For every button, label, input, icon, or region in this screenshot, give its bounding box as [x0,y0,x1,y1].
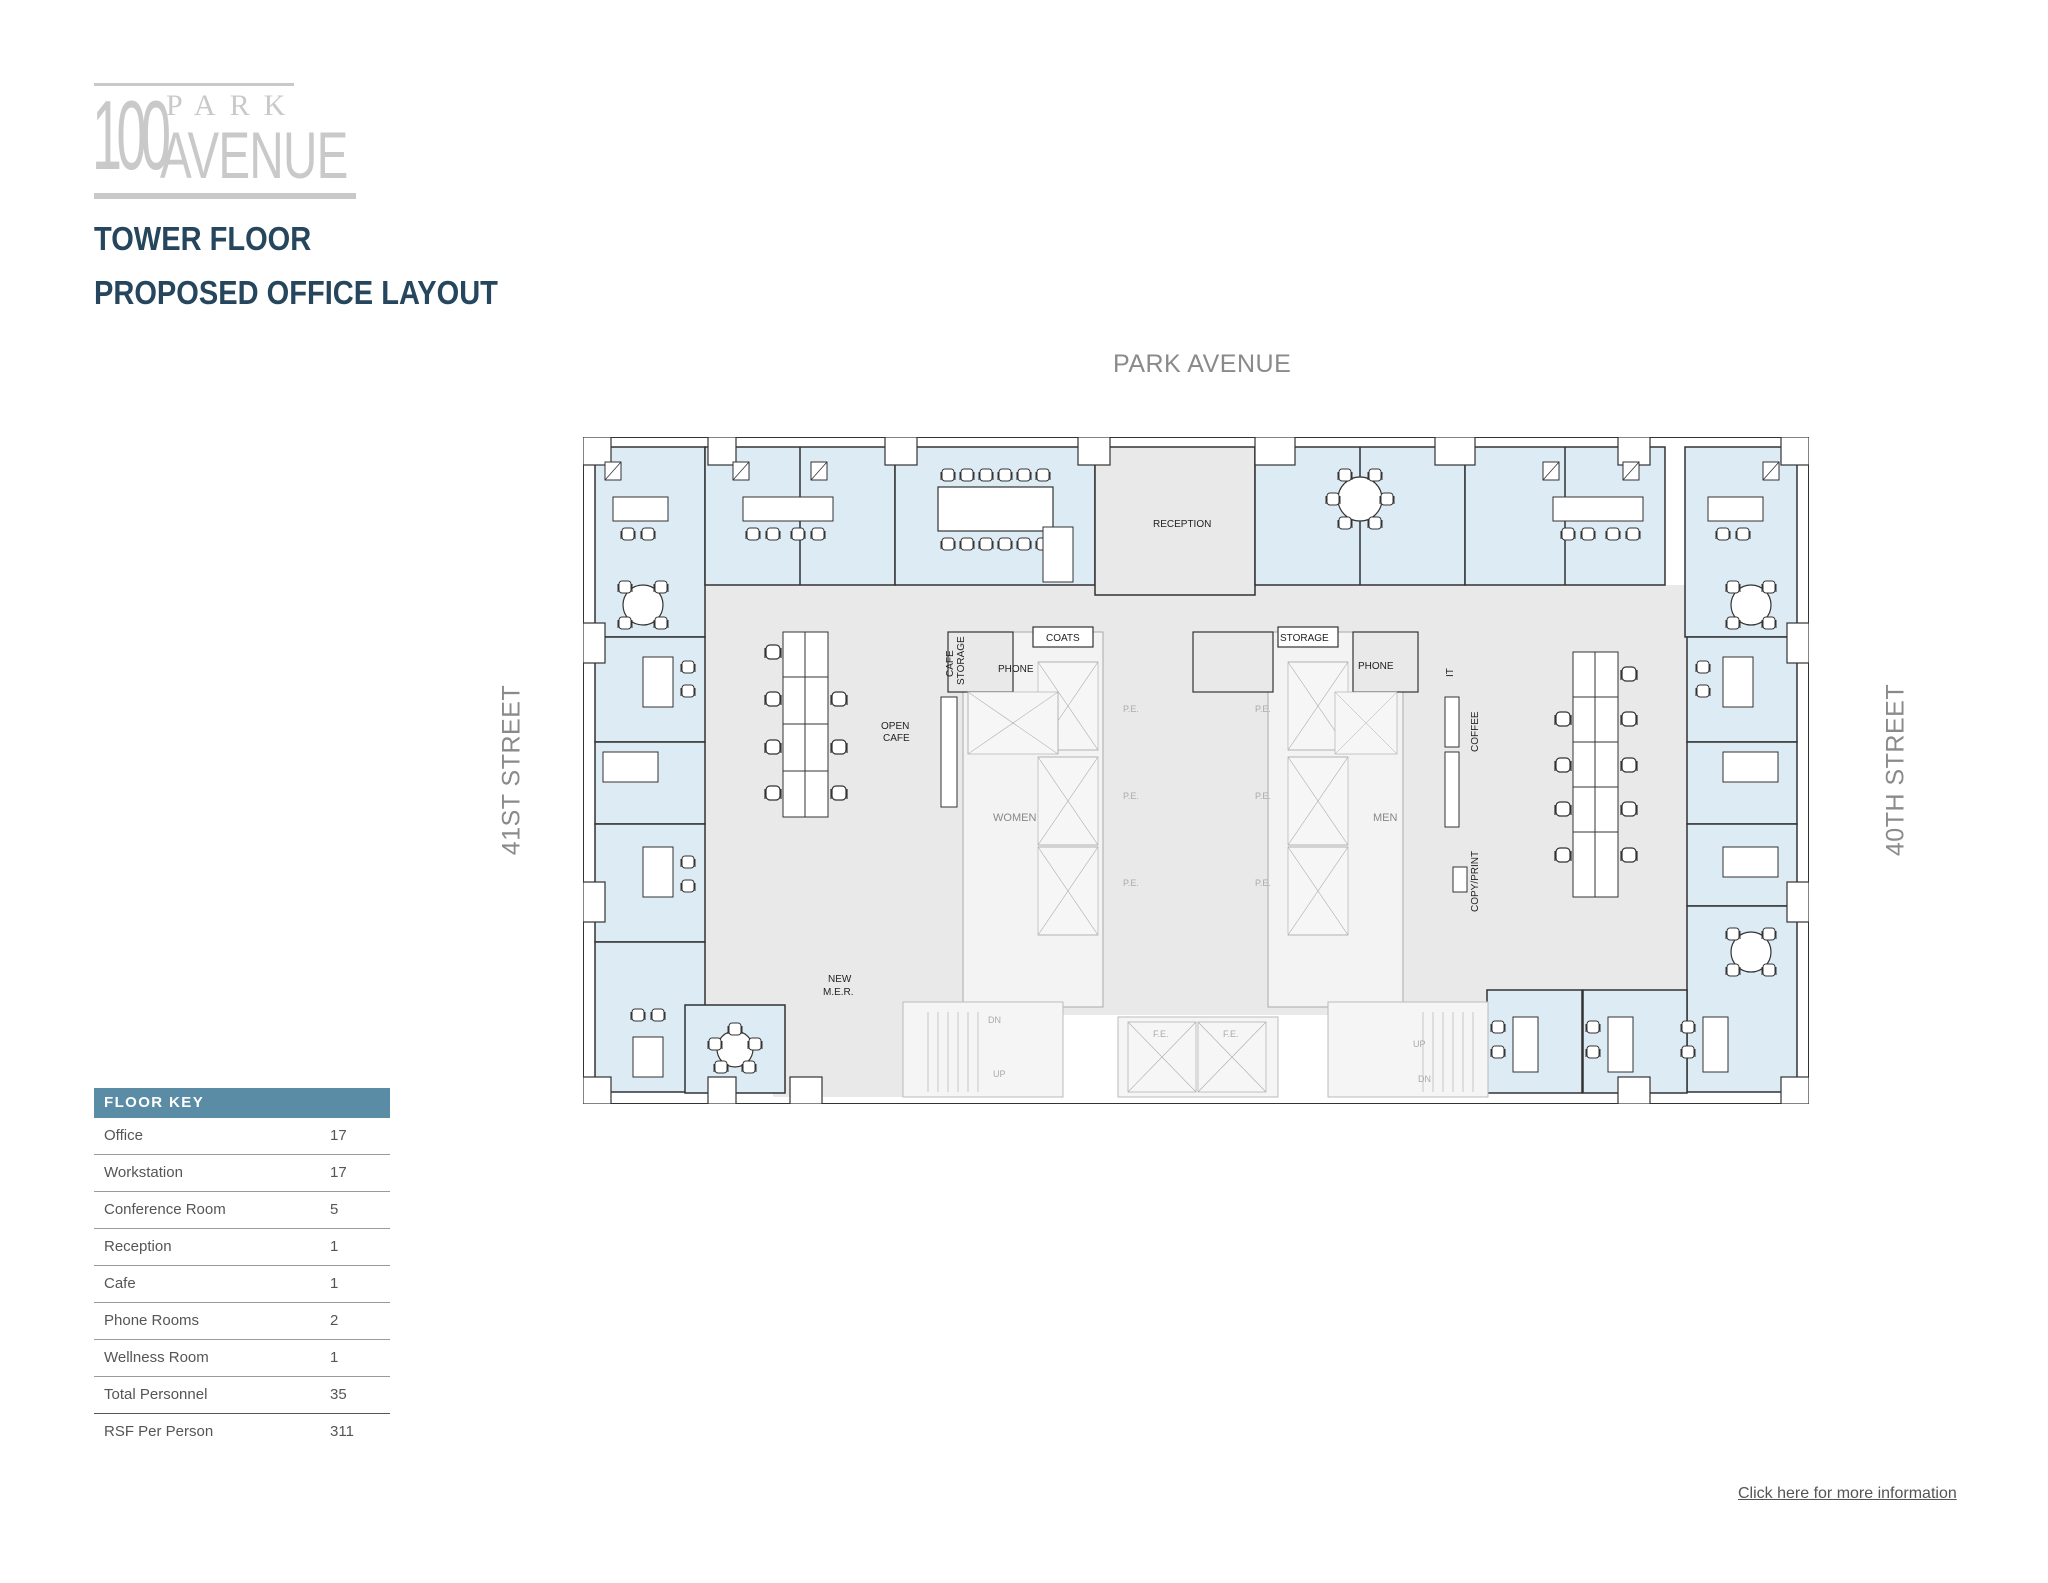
label-pe: P.E. [1255,704,1271,714]
street-label-40th: 40TH STREET [1881,683,1910,857]
street-label-41st: 41ST STREET [497,684,526,856]
reception-area [1094,446,1256,596]
label-pe: P.E. [1123,704,1139,714]
label-pe: P.E. [1123,878,1139,888]
label-women: WOMEN [993,812,1036,824]
label-fe: F.E. [1223,1029,1239,1039]
table-row: Wellness Room 1 [94,1340,390,1377]
row-value: 5 [330,1201,339,1218]
logo-park: PARK [166,89,300,122]
table-row: Conference Room 5 [94,1192,390,1229]
table-row: Workstation 17 [94,1155,390,1192]
row-value: 17 [330,1127,347,1144]
label-storage: STORAGE [1280,633,1329,644]
row-label: Phone Rooms [104,1312,200,1329]
row-value: 311 [330,1423,354,1440]
label-phone-right: PHONE [1358,661,1394,672]
label-open-cafe-2: CAFE [883,733,910,744]
label-mer: NEW [828,974,852,985]
label-mer-2: M.E.R. [823,987,854,998]
label-pe: P.E. [1123,791,1139,801]
row-label: Office [104,1127,143,1144]
row-value: 2 [330,1312,339,1329]
table-row: RSF Per Person 311 [94,1414,390,1450]
label-copy-print: COPY/PRINT [1470,851,1481,912]
logo-bottom-rule [94,193,356,199]
label-cafe-storage-2: STORAGE [956,636,967,685]
label-stair-up: UP [993,1069,1006,1079]
page-title: TOWER FLOOR [94,220,312,257]
row-value: 1 [330,1275,339,1292]
label-stair-dn: DN [988,1015,1001,1025]
label-coats: COATS [1046,633,1080,644]
floor-key-table: FLOOR KEY Office 17 Workstation 17 Confere… [94,1088,390,1450]
row-value: 1 [330,1349,339,1366]
label-pe: P.E. [1255,878,1271,888]
table-row: Phone Rooms 2 [94,1303,390,1340]
street-label-park-avenue: PARK AVENUE [1113,350,1292,378]
reception-desk [1042,526,1074,583]
label-stair-dn-right: DN [1418,1074,1431,1084]
row-label: Reception [104,1238,172,1255]
label-cafe-storage: CAFE [945,650,956,677]
label-men: MEN [1373,812,1398,824]
label-stair-up-right: UP [1413,1039,1426,1049]
row-label: Total Personnel [104,1386,208,1403]
label-it: IT [1445,668,1456,677]
label-pe: P.E. [1255,791,1271,801]
row-value: 1 [330,1238,339,1255]
logo-top-rule [94,83,294,86]
label-coffee: COFFEE [1470,711,1481,752]
table-row: Cafe 1 [94,1266,390,1303]
row-label: Workstation [104,1164,183,1181]
label-phone-left: PHONE [998,664,1034,675]
row-label: Conference Room [104,1201,226,1218]
label-open-cafe: OPEN [881,721,909,732]
row-label: Wellness Room [104,1349,209,1366]
table-row: Total Personnel 35 [94,1377,390,1414]
table-row: Reception 1 [94,1229,390,1266]
row-value: 35 [330,1386,347,1403]
label-reception: RECEPTION [1153,519,1211,530]
mer-room [773,907,903,1097]
building-logo: 100 PARK AVENUE [92,80,356,199]
row-value: 17 [330,1164,347,1181]
logo-number: 100 [92,80,171,190]
floor-key-header: FLOOR KEY [94,1088,390,1118]
row-label: RSF Per Person [104,1423,214,1440]
label-fe: F.E. [1153,1029,1169,1039]
logo-avenue: AVENUE [160,118,348,192]
more-information-link[interactable]: Click here for more information [1738,1485,1957,1502]
table-row: Office 17 [94,1118,390,1155]
row-label: Cafe [104,1275,136,1292]
floor-plan: RECEPTION OPEN CAFE CAFE STORAGE PHONE P… [583,437,1809,1104]
page-subtitle: PROPOSED OFFICE LAYOUT [94,274,498,311]
